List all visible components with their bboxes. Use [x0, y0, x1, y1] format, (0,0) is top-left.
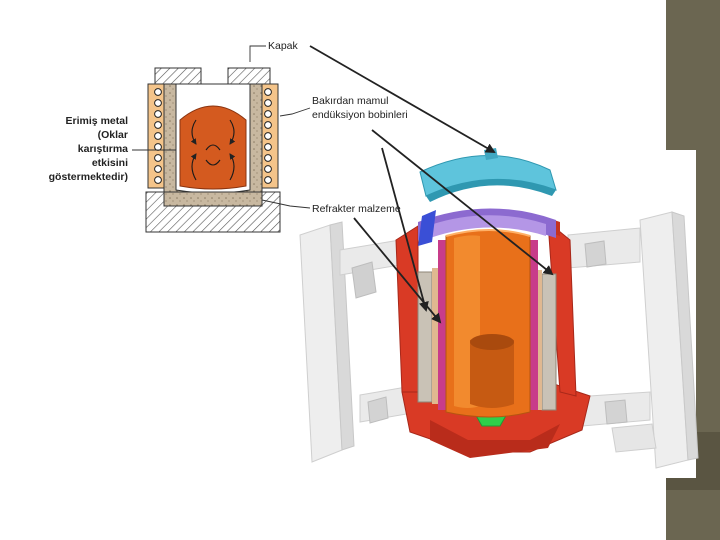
lid-block-right: [227, 67, 271, 85]
labels: Kapak Bakırdan mamul endüksiyon bobinler…: [49, 40, 408, 215]
cooling-ring: [418, 210, 436, 246]
crucible: [445, 229, 531, 418]
lining: [418, 208, 556, 410]
coil-column-right: [536, 270, 557, 411]
label-kapak: Kapak: [268, 40, 299, 52]
label-metal-line2: (Oklar: [98, 129, 128, 141]
pointer-arrows: [309, 45, 554, 324]
label-metal-line3: karıştırma: [78, 143, 128, 155]
label-coil-line2: endüksiyon bobinleri: [312, 109, 408, 121]
label-refrakter: Refrakter malzeme: [312, 203, 401, 215]
label-coil-line1: Bakırdan mamul: [312, 95, 388, 107]
arrow-kapak: [309, 45, 496, 153]
arrow-coil-left: [381, 147, 429, 312]
molten-metal: [179, 105, 247, 190]
label-metal-line4: etkisini: [92, 157, 128, 169]
label-metal-line5: göstermektedir): [49, 171, 128, 183]
arrow-refrakter: [353, 217, 442, 324]
stirring-arrows: [190, 119, 236, 181]
furnace-3d-cutaway: [296, 148, 699, 478]
leader-lines: [132, 45, 311, 209]
arrow-coil-right: [371, 129, 554, 276]
coil-turns: [154, 88, 272, 184]
lid-block-left: [154, 67, 202, 85]
label-metal-line1: Erimiş metal: [66, 115, 129, 127]
furnace-2d-section: [132, 45, 311, 233]
